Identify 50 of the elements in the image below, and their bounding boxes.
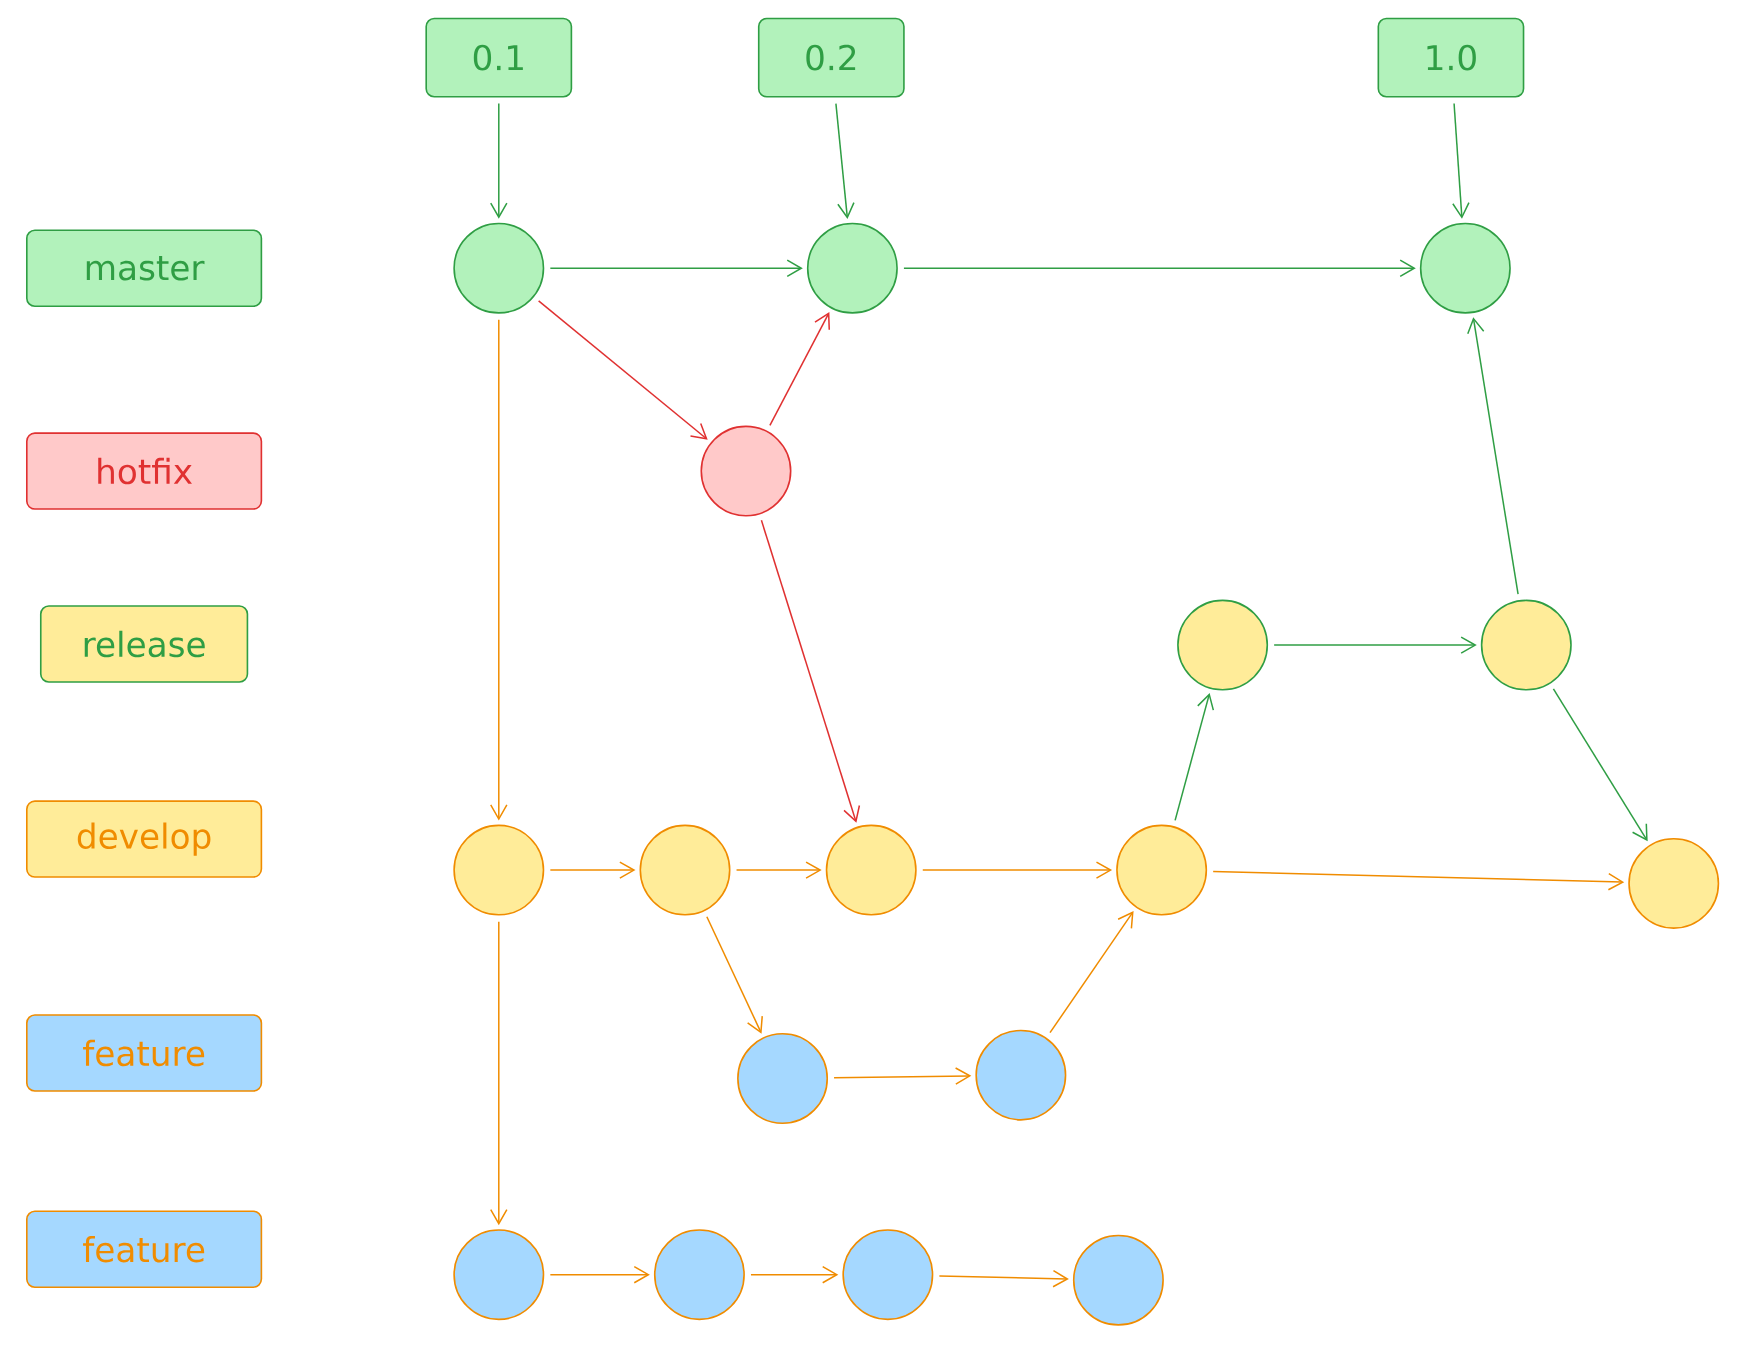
arrow xyxy=(903,259,1416,278)
commit-circle xyxy=(975,1029,1067,1121)
commit-circle xyxy=(806,222,898,314)
arrow xyxy=(549,1266,650,1284)
arrow xyxy=(706,916,763,1034)
arrow xyxy=(760,519,861,823)
branch-label: feature xyxy=(26,1210,263,1289)
commit-circle xyxy=(1072,1234,1164,1326)
arrow xyxy=(835,102,855,220)
arrow xyxy=(938,1270,1069,1288)
commit-circle xyxy=(639,824,731,916)
commit-circle xyxy=(453,222,545,314)
commit-circle xyxy=(825,824,917,916)
arrow xyxy=(769,312,830,427)
arrow xyxy=(1273,636,1477,655)
arrow xyxy=(833,1067,972,1086)
arrow xyxy=(1452,102,1470,219)
branch-label: release xyxy=(39,605,249,683)
branch-label: master xyxy=(26,229,263,308)
arrow xyxy=(1212,870,1625,891)
version-tag: 0.2 xyxy=(757,17,905,98)
commit-circle xyxy=(1177,599,1269,691)
arrow xyxy=(1552,688,1648,842)
version-tag: 0.1 xyxy=(425,17,573,98)
commit-circle xyxy=(1628,838,1720,930)
branch-label: hotfix xyxy=(26,432,263,510)
commit-circle xyxy=(842,1229,934,1321)
version-tag: 1.0 xyxy=(1377,17,1525,98)
arrow xyxy=(1467,317,1519,596)
commit-circle xyxy=(737,1033,829,1125)
commit-circle xyxy=(1419,222,1511,314)
commit-circle xyxy=(653,1229,745,1321)
arrow xyxy=(1049,911,1134,1034)
commit-circle xyxy=(700,425,792,517)
branch-label: develop xyxy=(26,800,263,878)
arrow xyxy=(489,319,508,821)
commit-circle xyxy=(1116,824,1208,916)
arrow xyxy=(735,861,822,880)
arrow xyxy=(922,861,1113,880)
arrow xyxy=(489,921,508,1226)
arrow xyxy=(489,102,508,219)
arrow xyxy=(750,1266,839,1284)
commit-circle xyxy=(1480,599,1572,691)
arrow xyxy=(537,300,708,440)
commit-circle xyxy=(453,824,545,916)
arrow xyxy=(1174,693,1215,822)
arrow xyxy=(549,259,803,278)
branch-label: feature xyxy=(26,1014,263,1092)
arrow xyxy=(549,861,636,880)
commit-circle xyxy=(453,1229,545,1321)
